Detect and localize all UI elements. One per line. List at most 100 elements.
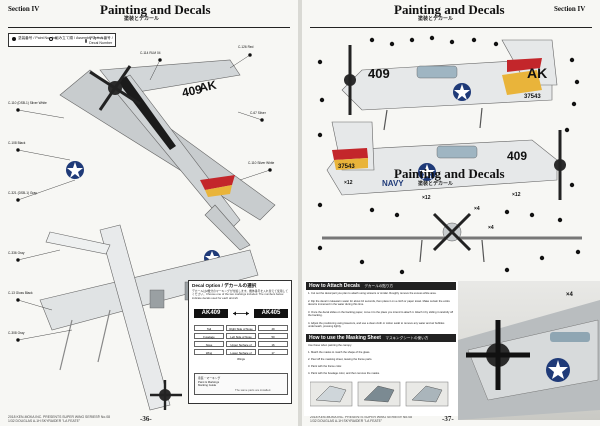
masking-heading: How to use the Masking Sheet マスキングシートの使い… [306,334,456,342]
decal-option-heading: Decal Option / デカールの選択 [192,283,257,288]
svg-text:AK: AK [527,65,547,81]
title-rule [8,27,290,28]
page-subtitle: 塗装とデカール [418,16,454,22]
paint-callout: C-108 Black [8,141,26,145]
decal-option-row: Wing Lower Surface of Wings 17 [194,349,288,361]
svg-text:409: 409 [507,149,527,163]
decal-option-row: Tail Right Side of Nose 49 [194,325,288,331]
paint-callout: C-67 Silver [250,111,266,115]
row-part: Tail [194,325,224,331]
footer-credit: 2018 KEN-MOKA INC. PRESENTS SUPER WING S… [8,415,110,423]
row-location: Upper Surface of Wings [226,341,256,353]
attach-decals-jp: デカールの貼り方 [364,284,394,288]
row-part: Fuselage [194,333,224,339]
section-subtitle-repeat: 塗装とデカール [418,181,454,187]
swap-arrow-icon [233,311,249,316]
svg-text:×4: ×4 [566,292,574,298]
row-decal-number: 49 [258,325,288,331]
quantity-marker: ×4 [474,206,480,212]
aircraft-illustration-right: 409 AK 37543 37543 NAVY 409 [317,35,582,275]
paint-callout: C-308 Gray [8,331,25,335]
finished-model-photo: ×4 [458,292,600,420]
legend-assembly: 組み立て順 / Assembly Option [49,36,103,41]
row-decal-number: 17 [258,349,288,355]
left-page: Section IV Painting and Decals 塗装とデカール 塗… [0,0,298,426]
quantity-marker: ×12 [512,192,521,198]
paint-dot-icon [12,36,16,41]
masking-diagram [310,381,449,407]
footer-line: 2018 KEN-MOKA INC. PRESENTS SUPER WING S… [8,415,110,419]
footer-credit: 2018 KEN-MOKA INC. PRESENTS SUPER WING S… [310,415,412,423]
legend-decal-label: デカール番号 / Decal Number [89,36,113,45]
ak405-badge: AK405 [254,309,288,318]
masking-step: 4. Paint with the fuselage color, and th… [308,372,380,375]
front-view-aircraft [322,212,582,263]
page-number: -37- [442,415,454,423]
aircraft-illustration-left: 409 AK [16,53,276,411]
decal-option-row: Fuselage Left Side of Nose 50 [194,333,288,339]
paint-callout: C-13 Gloss Black [8,291,33,295]
legend-decal: デカール番号 / Decal Number [85,36,115,45]
page-number: -36- [140,415,152,423]
masking-step: 1. Match the masks to match the shape of… [308,351,371,354]
howto-panel: ×4 How to Attach Decals デカールの貼り方 1. Cut … [302,281,600,426]
masking-title: How to use the Masking Sheet [309,335,381,341]
row-part: Wing [194,349,224,355]
ak409-badge: AK409 [194,309,228,318]
title-rule [310,27,592,28]
model-photo: ×4 [458,281,600,420]
paint-callout: C-126 Red [238,45,254,49]
row-location: Lower Surface of Wings [226,349,256,361]
section-label: Section IV [554,5,586,13]
masking-step: 2. Peel off the masking sheet, leaving t… [308,358,373,361]
assembly-icon [49,36,53,41]
attach-step: 2. Dip the decal in lukewarm water for a… [308,300,450,307]
quantity-marker: ×4 [488,225,494,231]
quantity-marker: ×12 [422,195,431,201]
paint-callout: C-114 RLM 04 [140,51,161,55]
brush-label: 塗装・マーキング [198,376,221,380]
page-title: Painting and Decals [394,2,505,17]
attach-decals-heading: How to Attach Decals デカールの貼り方 [306,282,456,290]
svg-text:409: 409 [181,82,204,100]
row-decal-number: 16 [258,341,288,347]
quantity-marker: ×12 [344,180,353,186]
section-title-repeat: Painting and Decals [394,166,505,181]
section-label: Section IV [8,5,40,13]
row-location: Right Side of Nose [226,325,256,331]
paint-callout: C-110 Silver White [248,161,275,165]
svg-text:AK: AK [198,78,218,95]
legend-paint: 塗装番号 / Paint Number [12,36,57,41]
instructions-column: How to Attach Decals デカールの貼り方 1. Cut out… [304,281,458,416]
brush-label: Paint & Markings [198,379,220,384]
row-location: Left Side of Nose [226,333,256,339]
decal-square-icon [85,38,88,43]
paint-callout: C-321 (DSB-1) Gray [8,191,37,195]
decal-option-row: Nose Upper Surface of Wings 16 [194,341,288,353]
paint-callout: C-110 (DSB-1) Silver White [8,101,47,105]
page-title: Painting and Decals [100,2,211,17]
masking-jp: マスキングシートの使い方 [385,336,429,340]
lower-aircraft [39,224,259,411]
side-view-aircraft-left: 409 AK 37543 [341,39,558,131]
attach-decals-title: How to Attach Decals [309,283,360,289]
footer-line: 1/32 DOUGLAS A-1H SKYRAIDER "LA FEATE" [8,419,81,423]
row-part: Nose [194,341,224,347]
svg-text:409: 409 [368,66,390,81]
brush-label: Marking Guide [198,383,217,388]
legend-assembly-label: 組み立て順 / Assembly Option [55,36,104,40]
svg-text:37543: 37543 [524,94,541,100]
symbol-legend: 塗装番号 / Paint Number 組み立て順 / Assembly Opt… [8,33,116,47]
decal-option-panel: Decal Option / デカールの選択 デカールは2機分のマーキングが付属… [188,280,292,404]
footer-line: 2018 KEN-MOKA INC. PRESENTS SUPER WING S… [310,415,412,419]
masking-step: 3. Paint with the frame color. [308,365,342,368]
svg-text:37543: 37543 [338,164,355,170]
decal-option-note: The same parts are installed. [235,388,272,392]
page-gutter [298,0,302,426]
legend-paint-label: 塗装番号 / Paint Number [18,36,58,40]
attach-step: 4. Adjust the positioning using tweezers… [308,322,445,329]
svg-text:NAVY: NAVY [382,179,404,188]
decal-option-text: デカールは2機分のマーキングが付属します。機体番号を入れ替えて使用してください。… [192,289,289,300]
attach-step: 1. Cut out the decal part you plan to at… [308,292,437,295]
row-decal-number: 50 [258,333,288,339]
